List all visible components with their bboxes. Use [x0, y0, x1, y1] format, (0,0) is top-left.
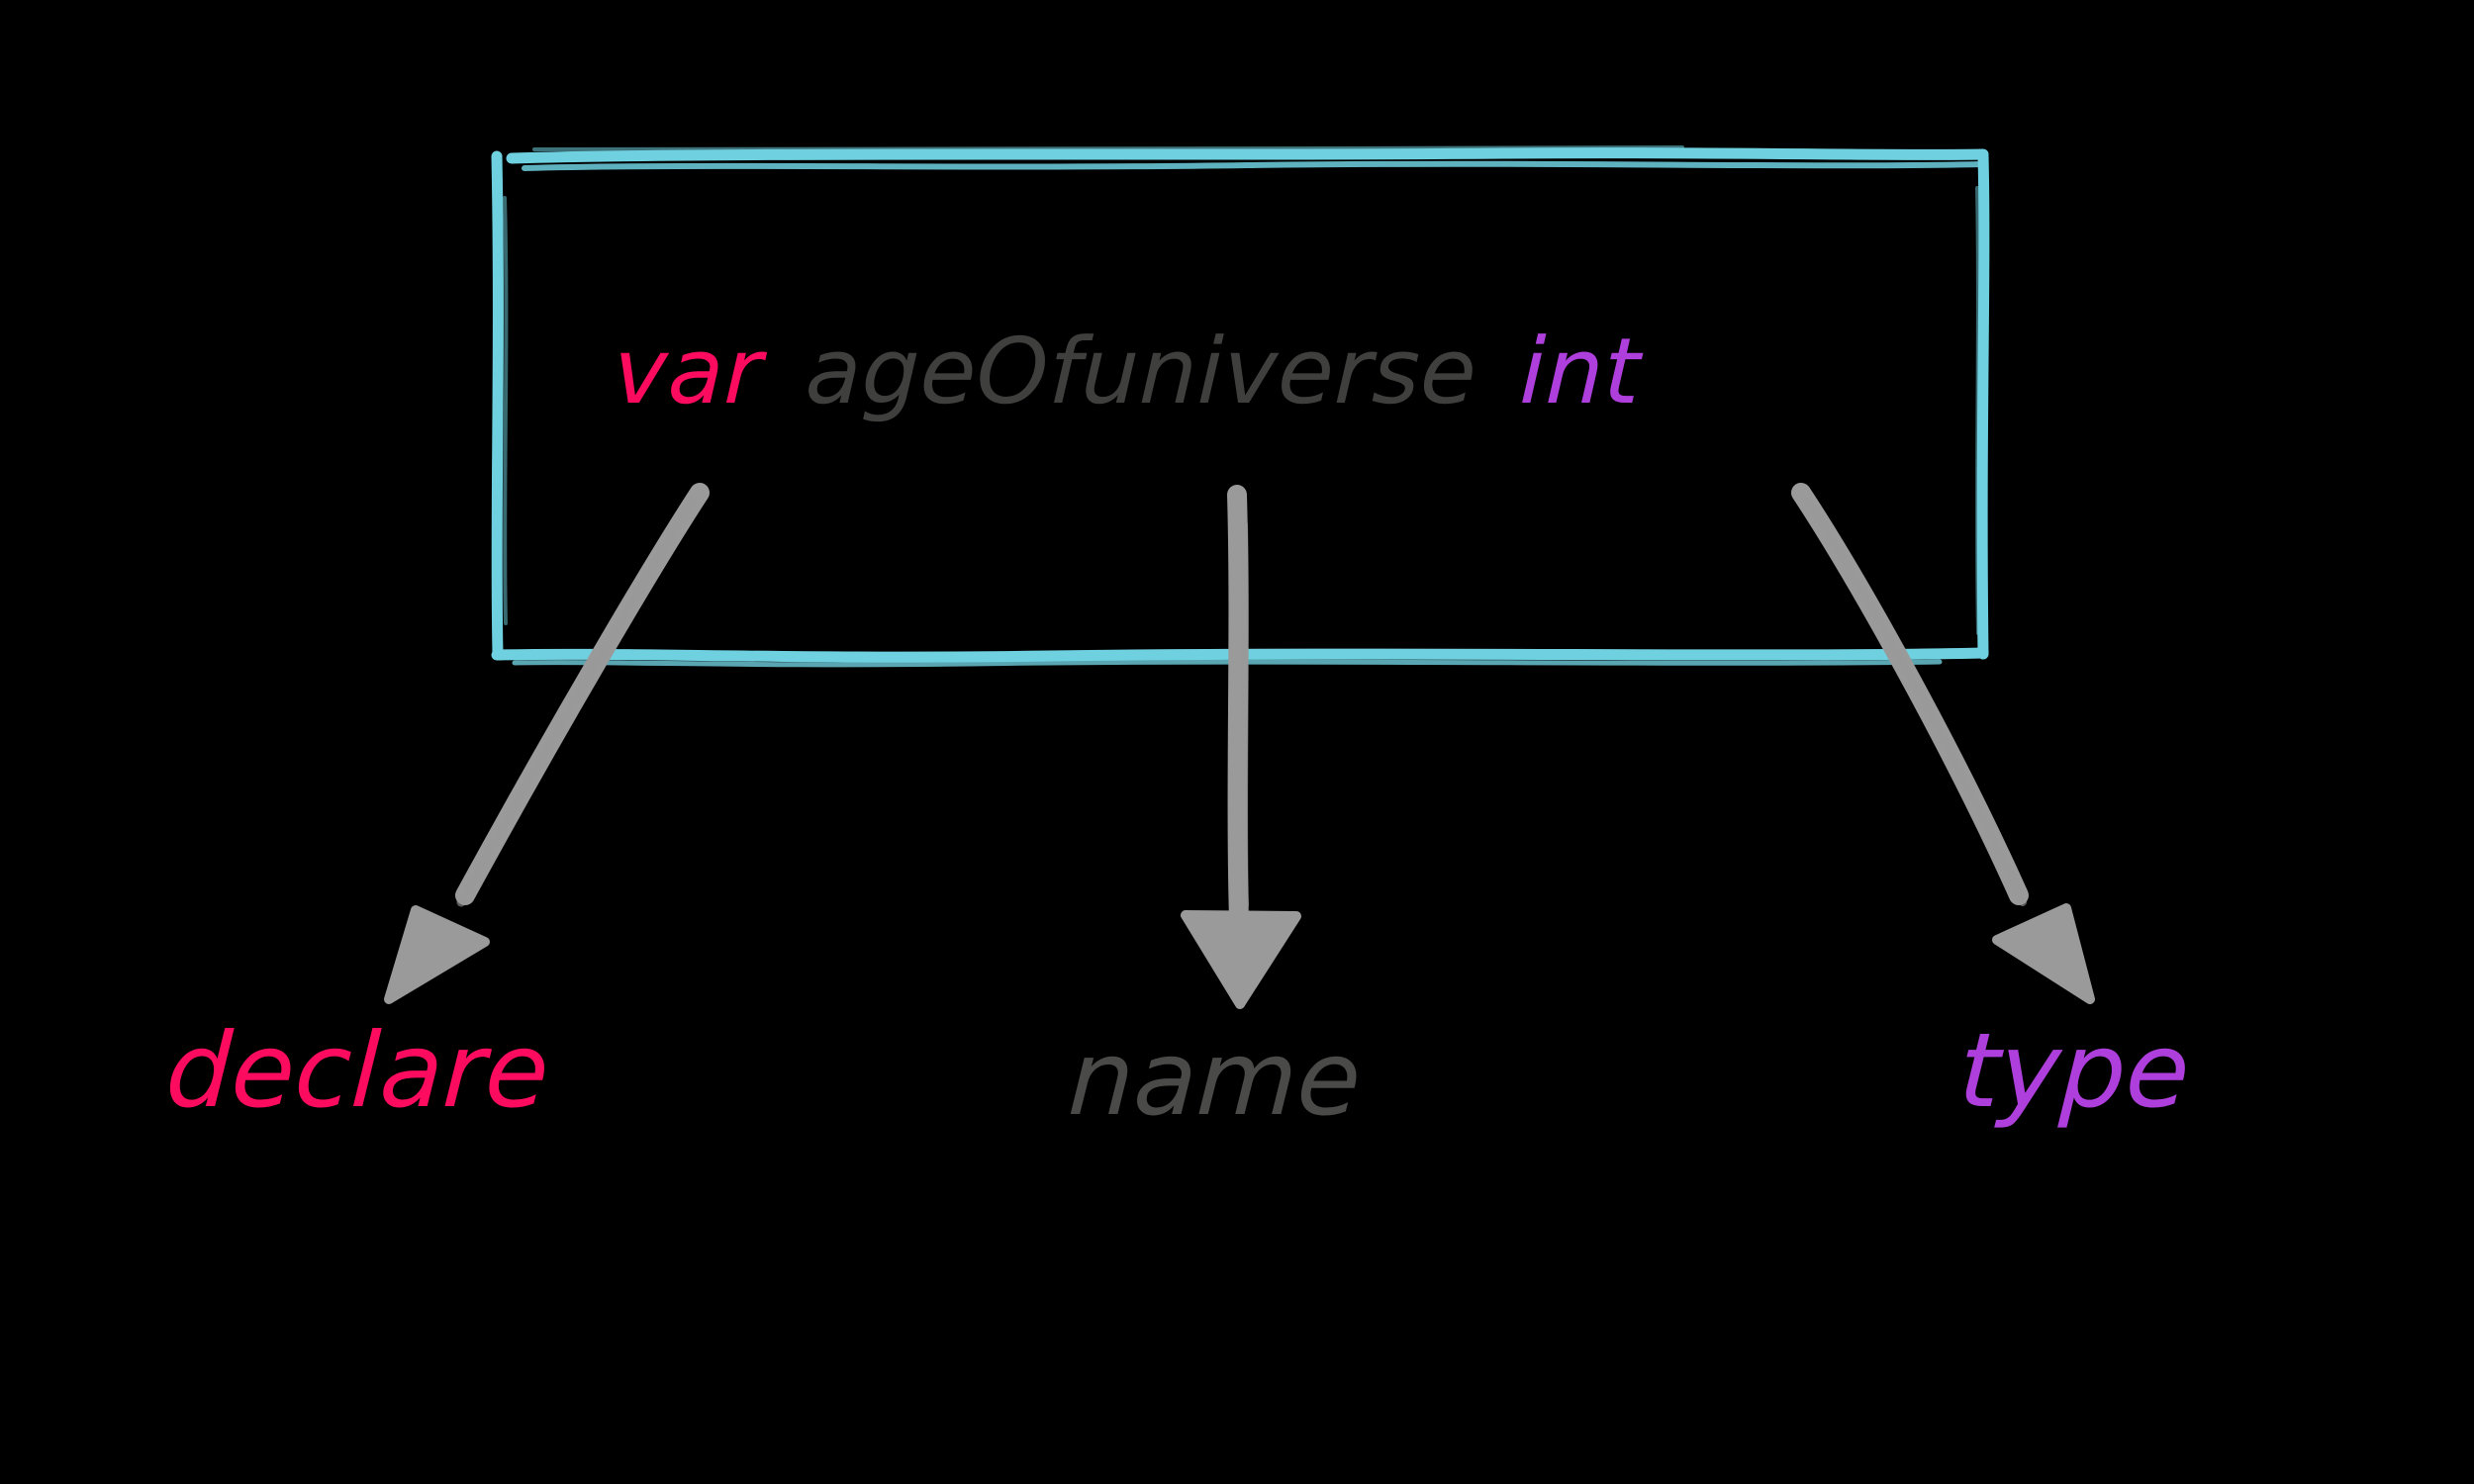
code-token-type: int: [1518, 319, 1643, 424]
arrow-to-declare: [384, 483, 710, 1004]
code-line: var ageOfuniverse int: [612, 319, 1920, 475]
arrow-to-type: [1791, 483, 2095, 1004]
annotation-label-type: type: [1955, 1010, 2193, 1131]
arrow-to-name: [1181, 485, 1301, 1009]
annotation-label-declare: declare: [162, 1010, 552, 1131]
code-token-keyword: var: [612, 319, 765, 424]
annotation-label-name: name: [1065, 1018, 1365, 1139]
code-token-identifier: ageOfuniverse: [804, 319, 1479, 424]
